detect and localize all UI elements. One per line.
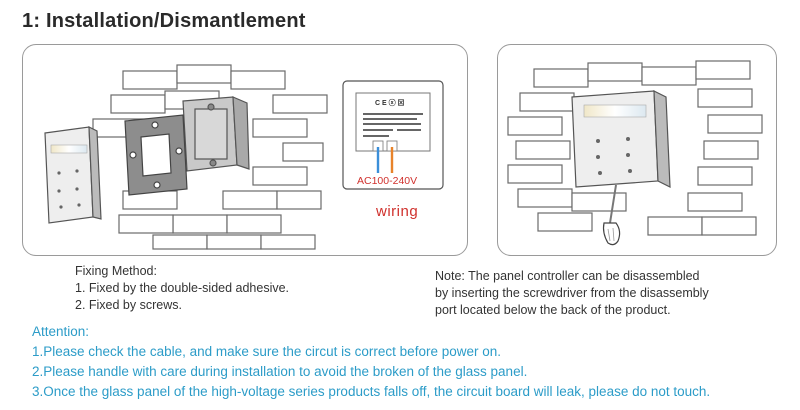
- attention-section: Attention: 1.Please check the cable, and…: [32, 322, 710, 402]
- brick-wall: [507, 60, 763, 236]
- glass-panel: [571, 90, 671, 188]
- wall-box: [182, 96, 250, 172]
- dismantlement-illustration-panel: [497, 44, 777, 256]
- installation-illustration: C E ⓧ ⊠ AC100-240V wiring: [44, 64, 444, 250]
- attention-item: 1.Please check the cable, and make sure …: [32, 344, 501, 359]
- installation-illustration-panel: C E ⓧ ⊠ AC100-240V wiring: [22, 44, 468, 256]
- wiring-label: wiring: [375, 203, 418, 220]
- disassembly-note: Note: The panel controller can be disass…: [435, 268, 795, 319]
- wiring-diagram: C E ⓧ ⊠ AC100-240V wiring: [342, 80, 444, 220]
- mounting-frame: [124, 114, 188, 196]
- glass-panel: [44, 126, 102, 224]
- page-title: 1: Installation/Dismantlement: [22, 10, 306, 32]
- screwdriver-icon: [602, 184, 621, 246]
- dismantlement-illustration: [507, 60, 763, 246]
- note-line: by inserting the screwdriver from the di…: [435, 286, 709, 300]
- note-line: port located below the back of the produ…: [435, 303, 671, 317]
- fixing-item: 2. Fixed by screws.: [75, 298, 182, 312]
- svg-text:C E ⓧ ⊠: C E ⓧ ⊠: [375, 98, 405, 107]
- fixing-method: Fixing Method: 1. Fixed by the double-si…: [75, 263, 289, 314]
- note-line: Note: The panel controller can be disass…: [435, 269, 700, 283]
- attention-heading: Attention:: [32, 324, 90, 339]
- voltage-label: AC100-240V: [357, 175, 417, 187]
- attention-item: 2.Please handle with care during install…: [32, 364, 528, 379]
- fixing-heading: Fixing Method:: [75, 264, 157, 278]
- fixing-item: 1. Fixed by the double-sided adhesive.: [75, 281, 290, 295]
- attention-item: 3.Once the glass panel of the high-volta…: [32, 384, 711, 399]
